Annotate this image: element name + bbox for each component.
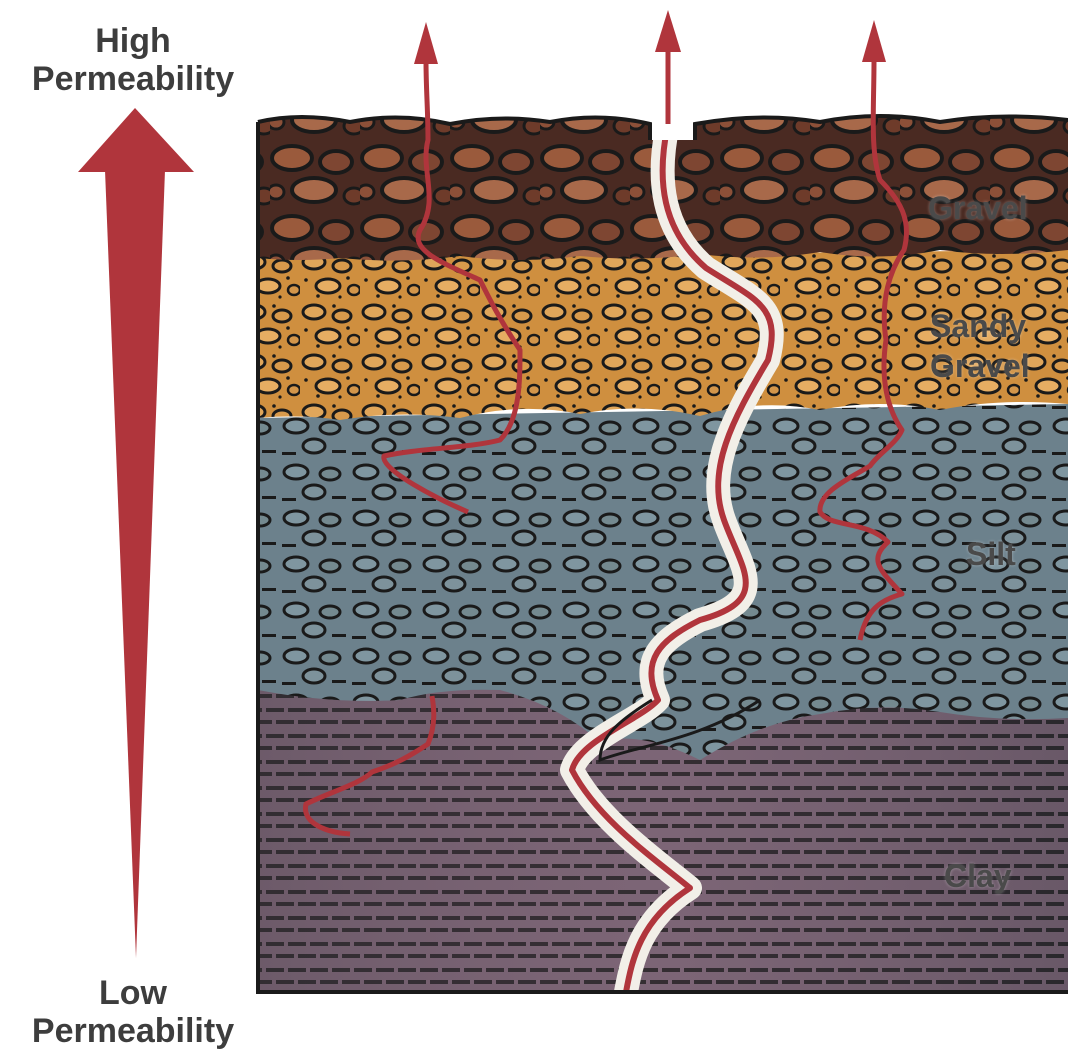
permeability-arrow bbox=[78, 108, 194, 958]
flow-arrowhead-left bbox=[414, 22, 438, 64]
layer-label-silt: Silt bbox=[966, 534, 1016, 574]
flow-arrowhead-center bbox=[655, 10, 681, 52]
arrow-head bbox=[78, 108, 194, 172]
layer-label-sandy-gravel: Sandy Gravel bbox=[930, 306, 1030, 386]
flow-arrowhead-right bbox=[862, 20, 886, 62]
sandy-label-line2: Gravel bbox=[930, 346, 1030, 386]
sandy-label-line1: Sandy bbox=[930, 306, 1030, 346]
arrow-shaft bbox=[105, 170, 165, 958]
layer-label-clay: Clay bbox=[944, 856, 1012, 896]
silt-label-text: Silt bbox=[966, 536, 1016, 572]
clay-label-text: Clay bbox=[944, 858, 1012, 894]
gravel-label-text: Gravel bbox=[928, 190, 1028, 226]
layer-label-gravel: Gravel bbox=[928, 188, 1028, 228]
